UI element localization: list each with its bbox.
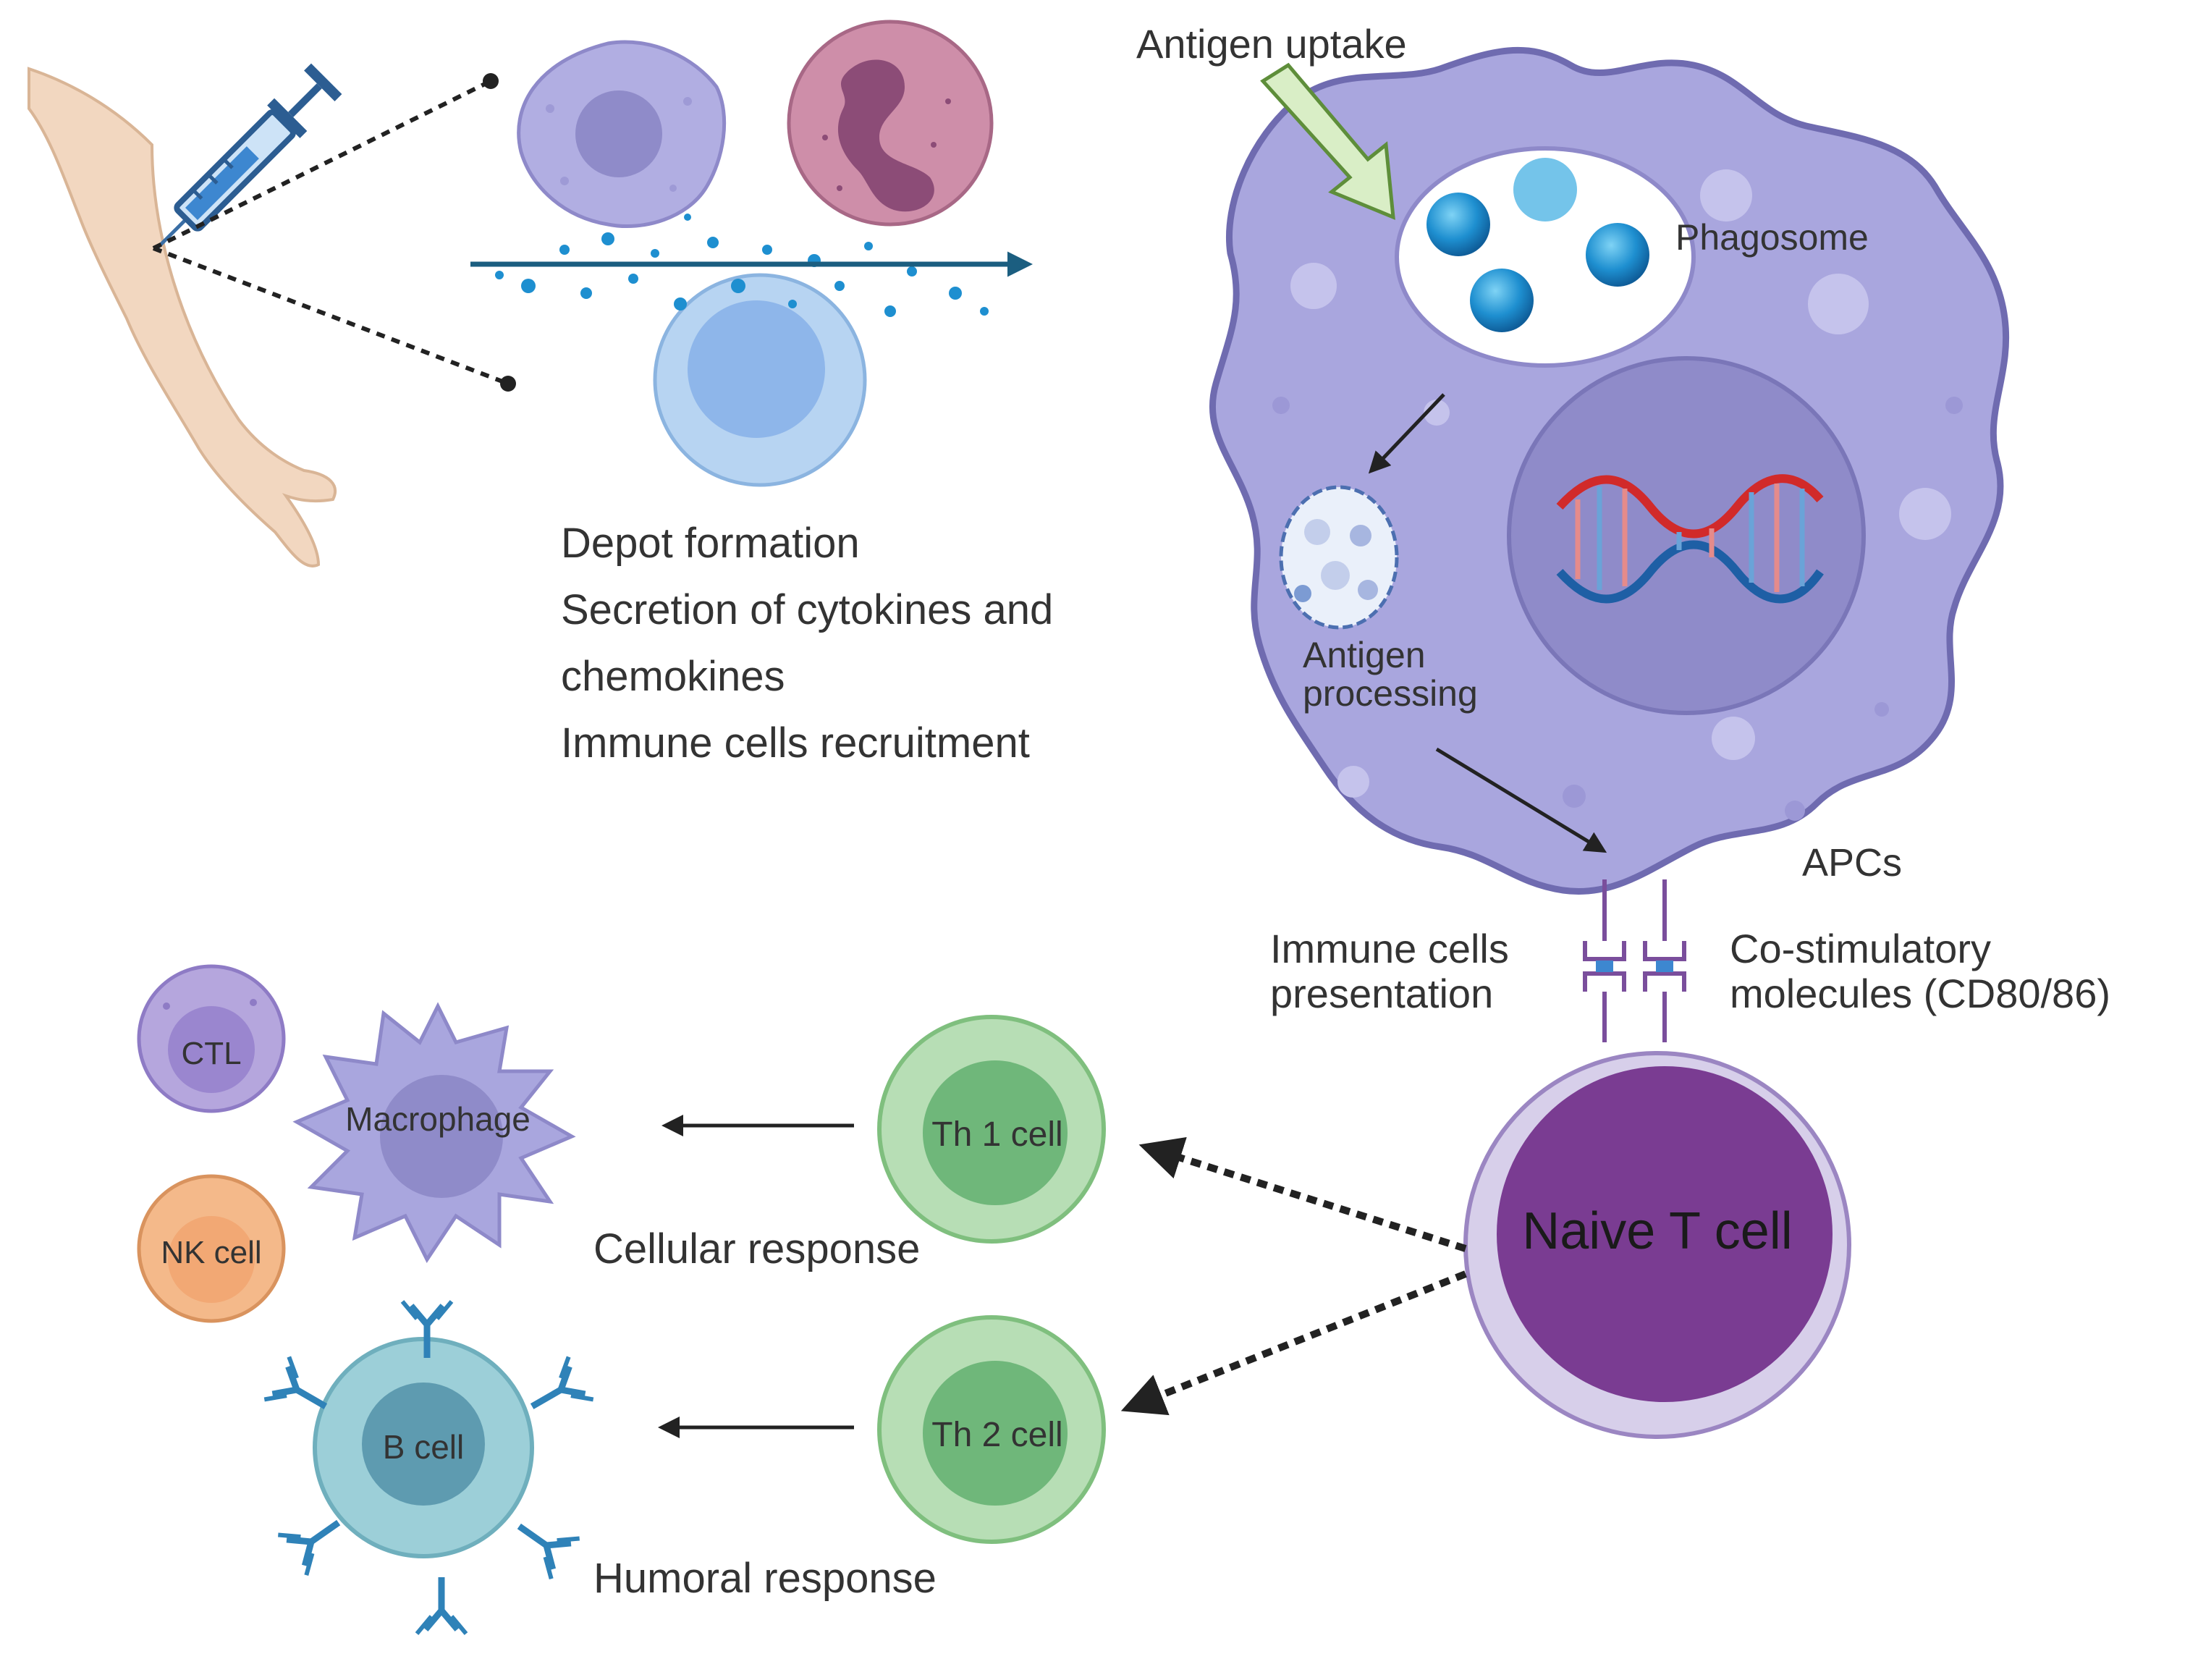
- receptor-icon: [1583, 879, 1686, 1042]
- antigen-processing-label-1: Antigen: [1303, 635, 1426, 675]
- depot-line-1: Depot formation: [561, 520, 860, 567]
- apcs-label: APCs: [1802, 841, 1902, 885]
- ctl-label: CTL: [181, 1036, 241, 1071]
- naive-to-th2-arrow: [1120, 1270, 1467, 1416]
- th2-cell-label: Th 2 cell: [931, 1416, 1062, 1454]
- naive-to-th1-arrow: [1138, 1136, 1467, 1252]
- depot-text-block: Depot formation Secretion of cytokines a…: [561, 520, 1053, 767]
- arm-icon: [28, 67, 337, 567]
- syringe-icon: [154, 63, 342, 251]
- cellular-response-label: Cellular response: [593, 1225, 920, 1272]
- neutrophil-icon: [787, 20, 994, 227]
- phagosome-label: Phagosome: [1675, 217, 1869, 258]
- antigen-uptake-arrow: [1260, 62, 1395, 220]
- immune-presentation-label-1: Immune cells: [1270, 926, 1509, 971]
- lymphocyte-icon: [653, 273, 867, 487]
- injection-site-dotted-lines: [152, 73, 516, 392]
- macrophage-label: Macrophage: [345, 1100, 531, 1138]
- antigen-uptake-label: Antigen uptake: [1136, 21, 1407, 67]
- monocyte-icon: [517, 40, 727, 229]
- costim-label-1: Co-stimulatory: [1730, 926, 1991, 971]
- receptor-antigen-1: [1596, 961, 1613, 972]
- ctl-cell-icon: [137, 964, 286, 1113]
- antigen-processing-label-2: processing: [1303, 673, 1478, 714]
- depot-line-3: chemokines: [561, 653, 785, 700]
- b-cell-label: B cell: [383, 1428, 464, 1466]
- processing-arrow: [1368, 393, 1445, 474]
- cytokine-dots: [495, 214, 989, 317]
- naive-t-cell-label: Naive T cell: [1522, 1202, 1793, 1260]
- humoral-response-label: Humoral response: [593, 1555, 937, 1602]
- presentation-arrow: [1435, 747, 1607, 853]
- receptor-antigen-2: [1656, 961, 1673, 972]
- antigen-processing-vesicle-icon: [1279, 485, 1399, 630]
- th1-cell-label: Th 1 cell: [931, 1115, 1062, 1154]
- immune-presentation-label-2: presentation: [1270, 971, 1493, 1016]
- costim-label-2: molecules (CD80/86): [1730, 971, 2110, 1016]
- nk-cell-label: NK cell: [161, 1235, 261, 1270]
- b-cell-icon: [313, 1337, 534, 1558]
- macrophage-icon: [292, 1002, 576, 1263]
- th1-cell-icon: [877, 1015, 1106, 1244]
- nk-cell-icon: [137, 1174, 286, 1323]
- dna-icon: [1556, 474, 1824, 604]
- naive-t-cell-icon: [1463, 1051, 1851, 1439]
- depot-line-2: Secretion of cytokines and: [561, 586, 1053, 633]
- depot-line-4: Immune cells recruitment: [561, 719, 1030, 767]
- phagosome-icon: [1395, 146, 1696, 368]
- th2-cell-icon: [877, 1315, 1106, 1544]
